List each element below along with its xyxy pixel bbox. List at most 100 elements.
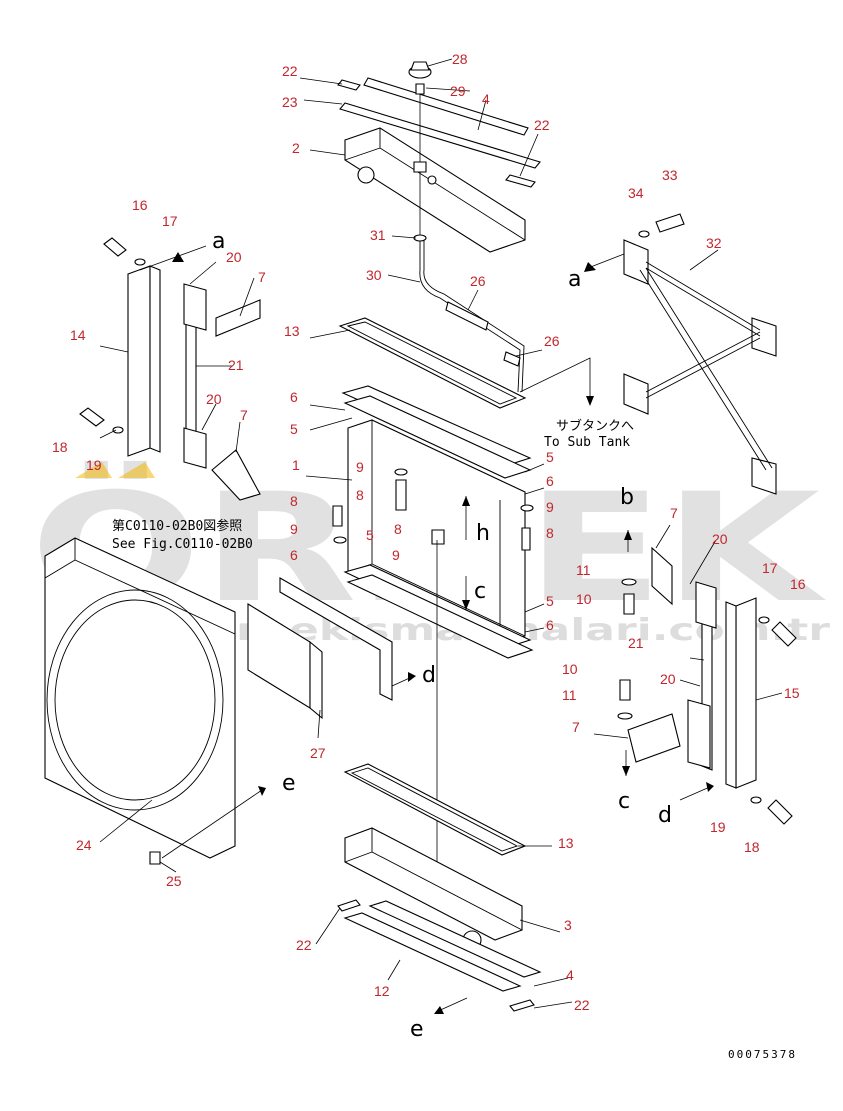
d-arrow-right-head — [706, 782, 714, 792]
view-letter-d: d — [658, 803, 672, 828]
filler-neck-29 — [415, 83, 425, 95]
callout-16: 16 — [790, 576, 806, 592]
bolt-10-lower — [619, 679, 631, 701]
a-arrow-left-line — [139, 245, 207, 271]
side-support-15 — [735, 597, 757, 789]
plate-20-right-b — [687, 699, 711, 769]
view-letter-h: h — [476, 521, 490, 546]
to-sub-tank-leader — [519, 357, 591, 400]
upper-tank-2-inlet — [357, 166, 375, 184]
callout-6: 6 — [546, 617, 554, 633]
seal-22-lower-right — [509, 999, 535, 1012]
callout-8: 8 — [546, 525, 554, 541]
note-sub-tank-en: To Sub Tank — [544, 435, 630, 450]
callout-5: 5 — [546, 449, 554, 465]
note-see-fig-jp: 第C0110-02B0図参照 — [112, 518, 242, 534]
callout-6: 6 — [290, 389, 298, 405]
callout-9: 9 — [356, 459, 364, 475]
notes: サブタンクへ To Sub Tank 第C0110-02B0図参照 See Fi… — [112, 418, 795, 1061]
callout-9: 9 — [290, 521, 298, 537]
callout-23: 23 — [282, 94, 298, 110]
bolt-18-right — [767, 799, 793, 825]
view-letter-c: c — [618, 789, 630, 814]
e-arrow-bottom-head — [434, 1006, 444, 1014]
washer-19-right — [750, 796, 762, 804]
callout-19: 19 — [710, 819, 726, 835]
seal-22-upper-right — [505, 174, 536, 188]
fan-shroud-24-ring — [46, 589, 224, 811]
note-see-fig-en: See Fig.C0110-02B0 — [112, 537, 253, 552]
callout-1: 1 — [292, 457, 300, 473]
callout-8: 8 — [394, 521, 402, 537]
stay-32-rod-c — [645, 331, 761, 399]
callout-26: 26 — [470, 273, 486, 289]
upper-tank-2-port — [427, 175, 437, 185]
overflow-hose-30 — [419, 240, 521, 393]
callout-5: 5 — [366, 527, 374, 543]
plate-23 — [339, 102, 541, 169]
view-letter-e: e — [282, 771, 296, 796]
washer-9-b — [333, 536, 347, 544]
watermark-umlaut-accent — [75, 462, 155, 478]
callout-21: 21 — [628, 635, 644, 651]
bolt-10-upper — [623, 593, 635, 615]
a-arrow-left-head — [172, 252, 184, 262]
d-arrow-right-line — [679, 785, 713, 801]
gasket-4-upper — [363, 77, 529, 136]
callout-20: 20 — [206, 391, 222, 407]
washer-11-upper — [621, 578, 637, 586]
seal-22-lower-left — [337, 899, 361, 912]
gasket-13-upper-inner — [346, 321, 518, 405]
callout-22: 22 — [534, 117, 550, 133]
callout-10: 10 — [576, 591, 592, 607]
callout-11: 11 — [576, 562, 591, 578]
callout-18: 18 — [52, 439, 68, 455]
callout-7: 7 — [258, 269, 266, 285]
to-sub-tank-arrowhead — [586, 396, 594, 406]
callout-7: 7 — [670, 505, 678, 521]
lower-tank-group — [337, 763, 542, 1014]
fan-shroud-24-edge — [44, 538, 236, 635]
callout-27: 27 — [310, 745, 326, 761]
upper-tank-group — [337, 61, 594, 406]
plate-20-right-a — [695, 581, 717, 629]
side-support-14-flange — [149, 265, 161, 453]
callout-26: 26 — [544, 333, 560, 349]
callout-18: 18 — [744, 839, 760, 855]
washer-34 — [638, 230, 650, 238]
washer-11-lower — [617, 712, 633, 720]
callout-34: 34 — [628, 185, 644, 201]
bolt-25 — [149, 851, 161, 865]
bracket-7-left-a — [215, 299, 261, 337]
upper-tank-2-edge — [344, 128, 526, 241]
callout-17: 17 — [162, 213, 178, 229]
stay-32-rod-a — [645, 261, 761, 337]
view-letter-c: c — [474, 579, 486, 604]
view-letter-a: a — [568, 267, 581, 292]
c-arrow-right-head — [622, 766, 630, 776]
stay-32-mount-left — [623, 373, 649, 415]
side-support-14 — [127, 265, 151, 457]
bracket-7-right-a — [651, 546, 673, 606]
callout-30: 30 — [366, 267, 382, 283]
callout-33: 33 — [662, 167, 678, 183]
seal-22-upper-left — [337, 79, 361, 91]
callout-7: 7 — [240, 407, 248, 423]
callout-12: 12 — [374, 983, 390, 999]
e-arrow-left-line — [161, 789, 263, 859]
callout-14: 14 — [70, 327, 86, 343]
callout-7: 7 — [572, 719, 580, 735]
d-arrow-head — [408, 672, 416, 682]
callout-9: 9 — [392, 547, 400, 563]
clip-26-b — [503, 351, 521, 367]
bolt-8-d — [521, 527, 531, 551]
bolt-8-a — [395, 479, 407, 511]
note-sub-tank-jp: サブタンクへ — [556, 418, 634, 434]
callout-3: 3 — [564, 917, 572, 933]
overflow-hose-30-b — [423, 240, 525, 393]
callout-31: 31 — [370, 227, 386, 243]
e-arrow-left-head — [258, 786, 266, 796]
washer-9-a — [394, 468, 408, 476]
callout-16: 16 — [132, 197, 148, 213]
